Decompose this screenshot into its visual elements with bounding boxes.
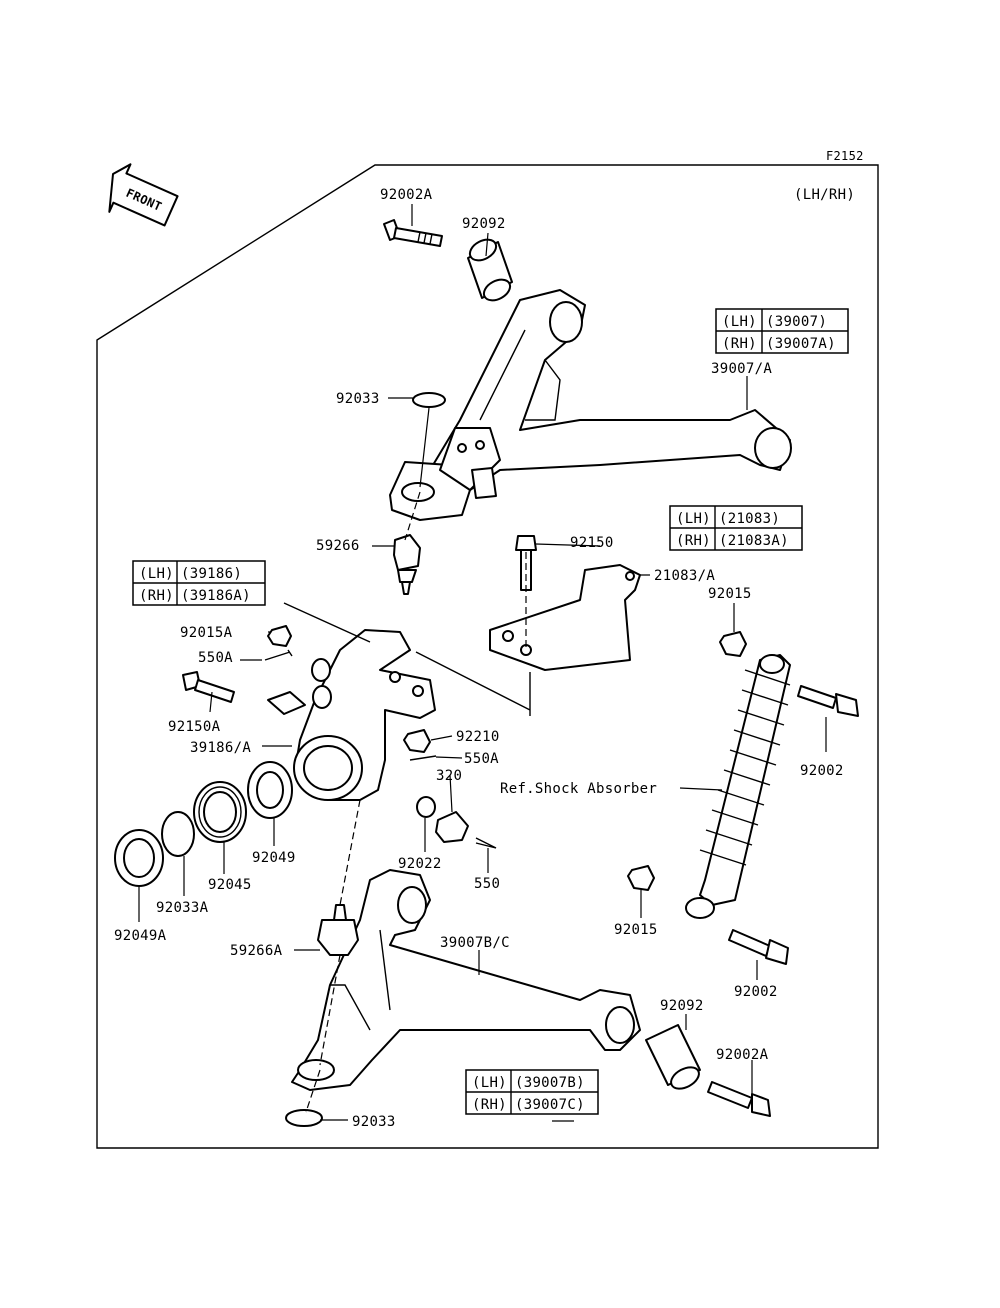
label-92045: 92045 bbox=[208, 877, 252, 893]
bolt-92150a-icon bbox=[182, 671, 235, 703]
label-92150a: 92150A bbox=[168, 719, 221, 735]
table-lower-arm: (LH) (39007B) (RH) (39007C) bbox=[465, 1069, 599, 1115]
label-92049: 92049 bbox=[252, 850, 296, 866]
label-92015a: 92015A bbox=[180, 625, 233, 641]
seal-92049a-icon bbox=[114, 829, 164, 887]
nut-92210-icon bbox=[403, 729, 431, 753]
table-bracket-part-rh: (21083A) bbox=[719, 533, 789, 549]
alignment-line-knuckle bbox=[283, 602, 531, 716]
circlip-92033-top-icon bbox=[412, 392, 446, 408]
label-550a-left: 550A bbox=[198, 650, 233, 666]
table-knuckle-part-rh: (39186A) bbox=[181, 588, 251, 604]
bearing-92049-icon bbox=[247, 761, 293, 819]
label-92015-top: 92015 bbox=[708, 586, 752, 602]
figure-id: F2152 bbox=[826, 149, 864, 163]
label-92033a: 92033A bbox=[156, 900, 209, 916]
cotter-pin-550a-right-icon bbox=[409, 755, 437, 761]
bracket-21083-icon bbox=[489, 564, 641, 671]
nut-92015-bottom-icon bbox=[627, 865, 655, 891]
label-59266: 59266 bbox=[316, 538, 360, 554]
side-note: (LH/RH) bbox=[794, 187, 855, 203]
table-lower-arm-side-lh: (LH) bbox=[472, 1075, 507, 1091]
table-bracket-side-rh: (RH) bbox=[676, 533, 711, 549]
label-92002a-bottom: 92002A bbox=[716, 1047, 769, 1063]
lower-a-arm bbox=[291, 869, 641, 1091]
label-59266a: 59266A bbox=[230, 943, 283, 959]
bearing-92045-icon bbox=[193, 781, 247, 843]
bolt-92002-bottom-icon bbox=[728, 929, 789, 965]
nut-92015a-icon bbox=[267, 625, 292, 647]
washer-92022-icon bbox=[416, 796, 436, 818]
bolt-92002a-bottom-icon bbox=[707, 1081, 771, 1117]
alignment-line-lower bbox=[305, 799, 361, 1113]
label-92002-right: 92002 bbox=[800, 763, 844, 779]
upper-a-arm bbox=[383, 219, 792, 521]
table-lower-arm-part-rh: (39007C) bbox=[515, 1097, 585, 1113]
table-knuckle-side-rh: (RH) bbox=[139, 588, 174, 604]
bushing-92092-top-icon bbox=[467, 238, 513, 302]
table-upper-arm-side-lh: (LH) bbox=[722, 314, 757, 330]
label-ref-shock-absorber: Ref.Shock Absorber bbox=[500, 781, 657, 797]
snap-ring-92033a-icon bbox=[161, 811, 195, 857]
bolt-92002-right-icon bbox=[797, 685, 859, 717]
table-bracket-side-lh: (LH) bbox=[676, 511, 711, 527]
label-92150: 92150 bbox=[570, 535, 614, 551]
ball-joint-59266-icon bbox=[393, 534, 421, 595]
label-92002a-top: 92002A bbox=[380, 187, 433, 203]
bushing-92092-bottom-icon bbox=[645, 1024, 701, 1090]
castle-nut-320-icon bbox=[435, 811, 469, 843]
knuckle-39186-icon bbox=[267, 629, 436, 801]
table-lower-arm-part-lh: (39007B) bbox=[515, 1075, 585, 1091]
label-320: 320 bbox=[436, 768, 462, 784]
label-92022: 92022 bbox=[398, 856, 442, 872]
circlip-92033-bottom-icon bbox=[285, 1109, 323, 1127]
table-lower-arm-side-rh: (RH) bbox=[472, 1097, 507, 1113]
shock-absorber-icon bbox=[685, 654, 791, 919]
bolt-92002a-top-icon bbox=[383, 219, 443, 247]
label-92033-top: 92033 bbox=[336, 391, 380, 407]
alignment-line-upper bbox=[404, 491, 421, 541]
label-39007bc: 39007B/C bbox=[440, 935, 510, 951]
front-arrow-icon: FRONT bbox=[108, 163, 179, 227]
table-upper-arm-part-rh: (39007A) bbox=[766, 336, 836, 352]
label-92092-top: 92092 bbox=[462, 216, 506, 232]
leader-lines bbox=[138, 204, 827, 1122]
label-550a-right: 550A bbox=[464, 751, 499, 767]
table-upper-arm: (LH) (39007) (RH) (39007A) bbox=[715, 308, 849, 354]
table-knuckle-side-lh: (LH) bbox=[139, 566, 174, 582]
nut-92015-top-icon bbox=[719, 631, 747, 657]
ball-joint-59266a-icon bbox=[317, 904, 359, 956]
label-92002-bottom: 92002 bbox=[734, 984, 778, 1000]
table-upper-arm-part-lh: (39007) bbox=[766, 314, 827, 330]
label-21083a: 21083/A bbox=[654, 568, 715, 584]
cotter-pin-550a-left-icon bbox=[264, 649, 293, 661]
label-39186a: 39186/A bbox=[190, 740, 251, 756]
label-550: 550 bbox=[474, 876, 500, 892]
table-upper-arm-side-rh: (RH) bbox=[722, 336, 757, 352]
diagram-frame bbox=[96, 164, 879, 1149]
table-knuckle: (LH) (39186) (RH) (39186A) bbox=[132, 560, 266, 606]
cotter-pin-550-icon bbox=[475, 837, 497, 849]
label-39007a: 39007/A bbox=[711, 361, 772, 377]
label-92210: 92210 bbox=[456, 729, 500, 745]
label-92092-bottom: 92092 bbox=[660, 998, 704, 1014]
table-knuckle-part-lh: (39186) bbox=[181, 566, 242, 582]
table-bracket-part-lh: (21083) bbox=[719, 511, 780, 527]
label-92049a: 92049A bbox=[114, 928, 167, 944]
label-92015-bottom: 92015 bbox=[614, 922, 658, 938]
label-92033-bottom: 92033 bbox=[352, 1114, 396, 1130]
table-bracket: (LH) (21083) (RH) (21083A) bbox=[669, 505, 803, 551]
